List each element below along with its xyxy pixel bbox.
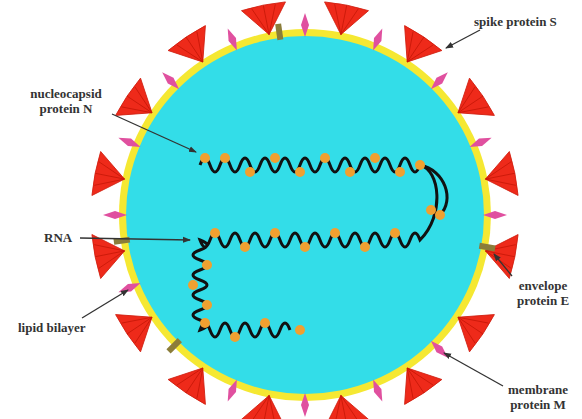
- spike-proteins: [91, 1, 520, 419]
- rna-label: RNA: [44, 230, 84, 245]
- bilayer-label: lipid bilayer: [18, 320, 118, 335]
- rna-strand: [193, 158, 437, 337]
- lipid-bilayer: [119, 29, 491, 401]
- nucleocapsid-proteins: [188, 153, 445, 342]
- rna-tail: [420, 165, 447, 215]
- virus-interior: [126, 36, 484, 394]
- leader-arrows: [80, 30, 512, 386]
- envelope-proteins: [113, 23, 495, 353]
- spike-label: spike protein S: [474, 14, 578, 29]
- membrane-label: membrane protein M: [500, 382, 576, 412]
- nucleocapsid-label: nucleocapsid protein N: [18, 86, 114, 116]
- membrane-proteins: [103, 13, 507, 417]
- envelope-label: envelope protein E: [508, 278, 578, 308]
